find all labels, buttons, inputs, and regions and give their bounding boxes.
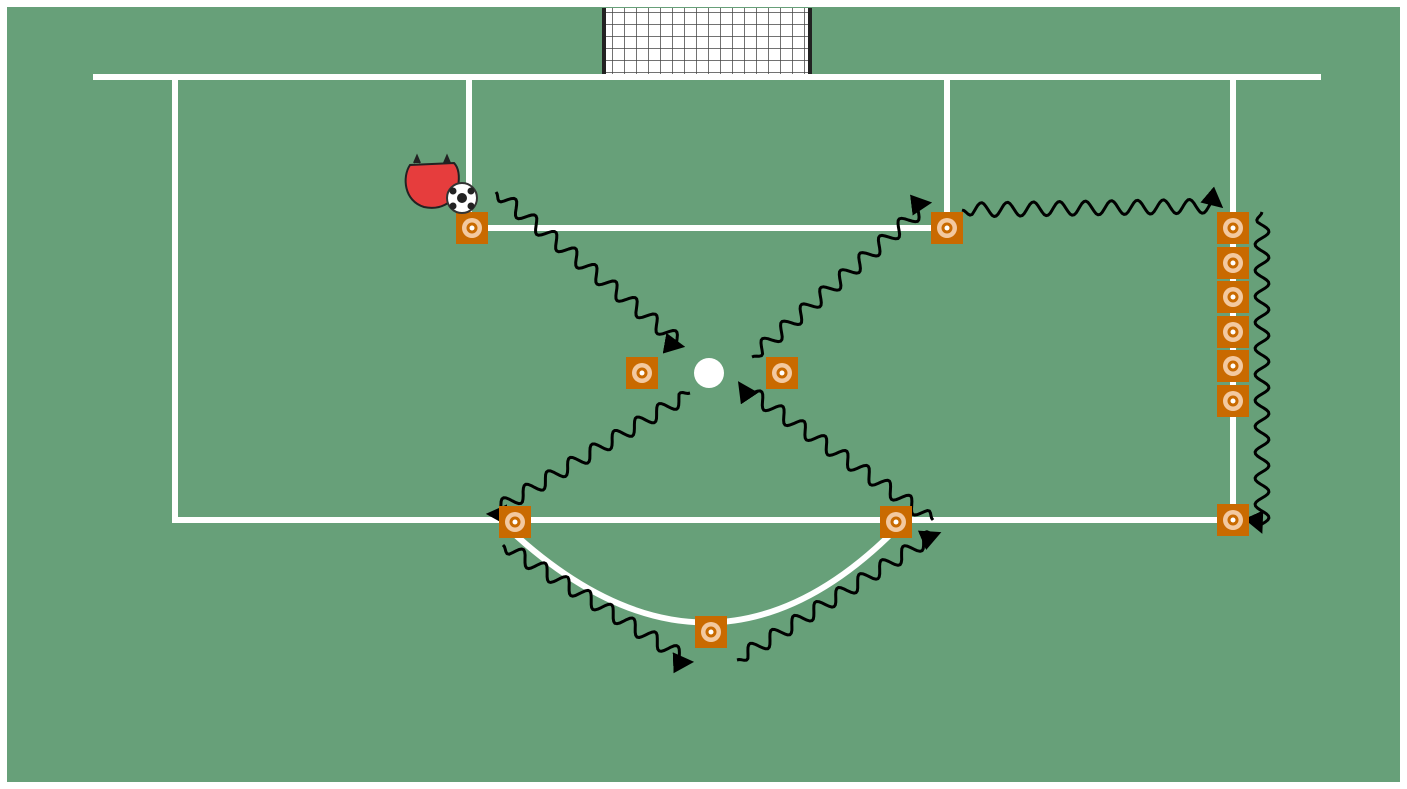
- pitch: [7, 7, 1400, 782]
- cone-marker-icon: [931, 212, 963, 244]
- cone-marker-icon: [1217, 504, 1249, 536]
- cone-marker-icon: [880, 506, 912, 538]
- cone-marker-icon: [766, 357, 798, 389]
- cone-marker-icon: [1217, 212, 1249, 244]
- cone-marker-icon: [1217, 316, 1249, 348]
- cone-marker-icon: [499, 506, 531, 538]
- cone-marker-icon: [695, 616, 727, 648]
- cone-marker-icon: [626, 357, 658, 389]
- soccer-ball-icon: [447, 183, 477, 213]
- goal-icon: [600, 8, 816, 76]
- cone-marker-icon: [456, 212, 488, 244]
- cone-marker-icon: [1217, 247, 1249, 279]
- cone-marker-icon: [1217, 385, 1249, 417]
- cone-marker-icon: [1217, 281, 1249, 313]
- cone-marker-icon: [1217, 350, 1249, 382]
- center-marker: [694, 358, 724, 388]
